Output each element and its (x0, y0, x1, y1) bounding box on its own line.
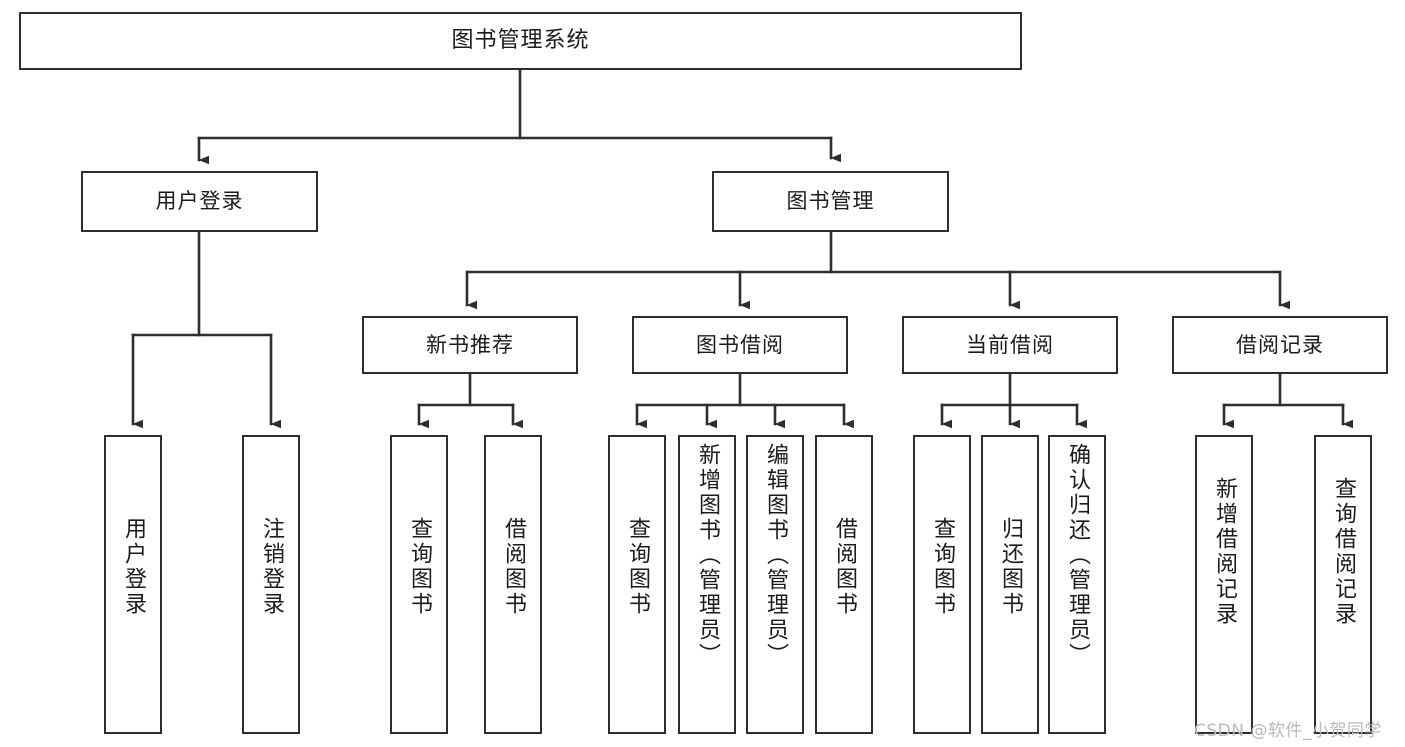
node-new-book-recommend-label: 新书推荐 (426, 332, 514, 357)
node-new-book-recommend[interactable]: 新书推荐 (362, 316, 578, 374)
leaf-return-book-label: 归还图书 (998, 517, 1023, 617)
leaf-borrow-book-2[interactable]: 借阅图书 (815, 435, 873, 734)
node-borrow-record[interactable]: 借阅记录 (1172, 316, 1388, 374)
leaf-return-book[interactable]: 归还图书 (981, 435, 1039, 734)
leaf-query-book-3[interactable]: 查询图书 (913, 435, 971, 734)
leaf-borrow-book-2-label: 借阅图书 (832, 517, 857, 617)
node-user-login[interactable]: 用户登录 (81, 171, 318, 232)
node-current-borrow-label: 当前借阅 (966, 332, 1054, 357)
leaf-query-book-1-label: 查询图书 (407, 517, 432, 617)
leaf-add-book[interactable]: 新增图书（管理员） (678, 435, 736, 734)
leaf-logout[interactable]: 注销登录 (242, 435, 300, 734)
leaf-edit-book[interactable]: 编辑图书（管理员） (746, 435, 804, 734)
leaf-query-book-2[interactable]: 查询图书 (608, 435, 666, 734)
leaf-add-record-label: 新增借阅记录 (1212, 477, 1237, 627)
leaf-logout-label: 注销登录 (259, 517, 284, 617)
leaf-query-record-label: 查询借阅记录 (1331, 477, 1356, 627)
leaf-confirm-return-label: 确认归还（管理员） (1065, 443, 1090, 668)
node-current-borrow[interactable]: 当前借阅 (902, 316, 1118, 374)
node-book-borrow[interactable]: 图书借阅 (632, 316, 848, 374)
node-root-label: 图书管理系统 (451, 28, 590, 54)
leaf-user-login-label: 用户登录 (121, 517, 146, 617)
node-user-login-label: 用户登录 (155, 189, 244, 214)
leaf-query-book-1[interactable]: 查询图书 (390, 435, 448, 734)
node-book-manage[interactable]: 图书管理 (712, 171, 949, 232)
leaf-query-book-3-label: 查询图书 (930, 517, 955, 617)
leaf-add-record[interactable]: 新增借阅记录 (1195, 435, 1253, 734)
node-book-manage-label: 图书管理 (786, 189, 875, 214)
leaf-confirm-return[interactable]: 确认归还（管理员） (1048, 435, 1106, 734)
leaf-borrow-book-1-label: 借阅图书 (501, 517, 526, 617)
leaf-borrow-book-1[interactable]: 借阅图书 (484, 435, 542, 734)
node-root[interactable]: 图书管理系统 (19, 12, 1022, 70)
leaf-user-login[interactable]: 用户登录 (104, 435, 162, 734)
leaf-edit-book-label: 编辑图书（管理员） (763, 443, 788, 668)
node-book-borrow-label: 图书借阅 (696, 332, 784, 357)
node-borrow-record-label: 借阅记录 (1236, 332, 1324, 357)
leaf-add-book-label: 新增图书（管理员） (695, 443, 720, 668)
leaf-query-record[interactable]: 查询借阅记录 (1314, 435, 1372, 734)
leaf-query-book-2-label: 查询图书 (625, 517, 650, 617)
